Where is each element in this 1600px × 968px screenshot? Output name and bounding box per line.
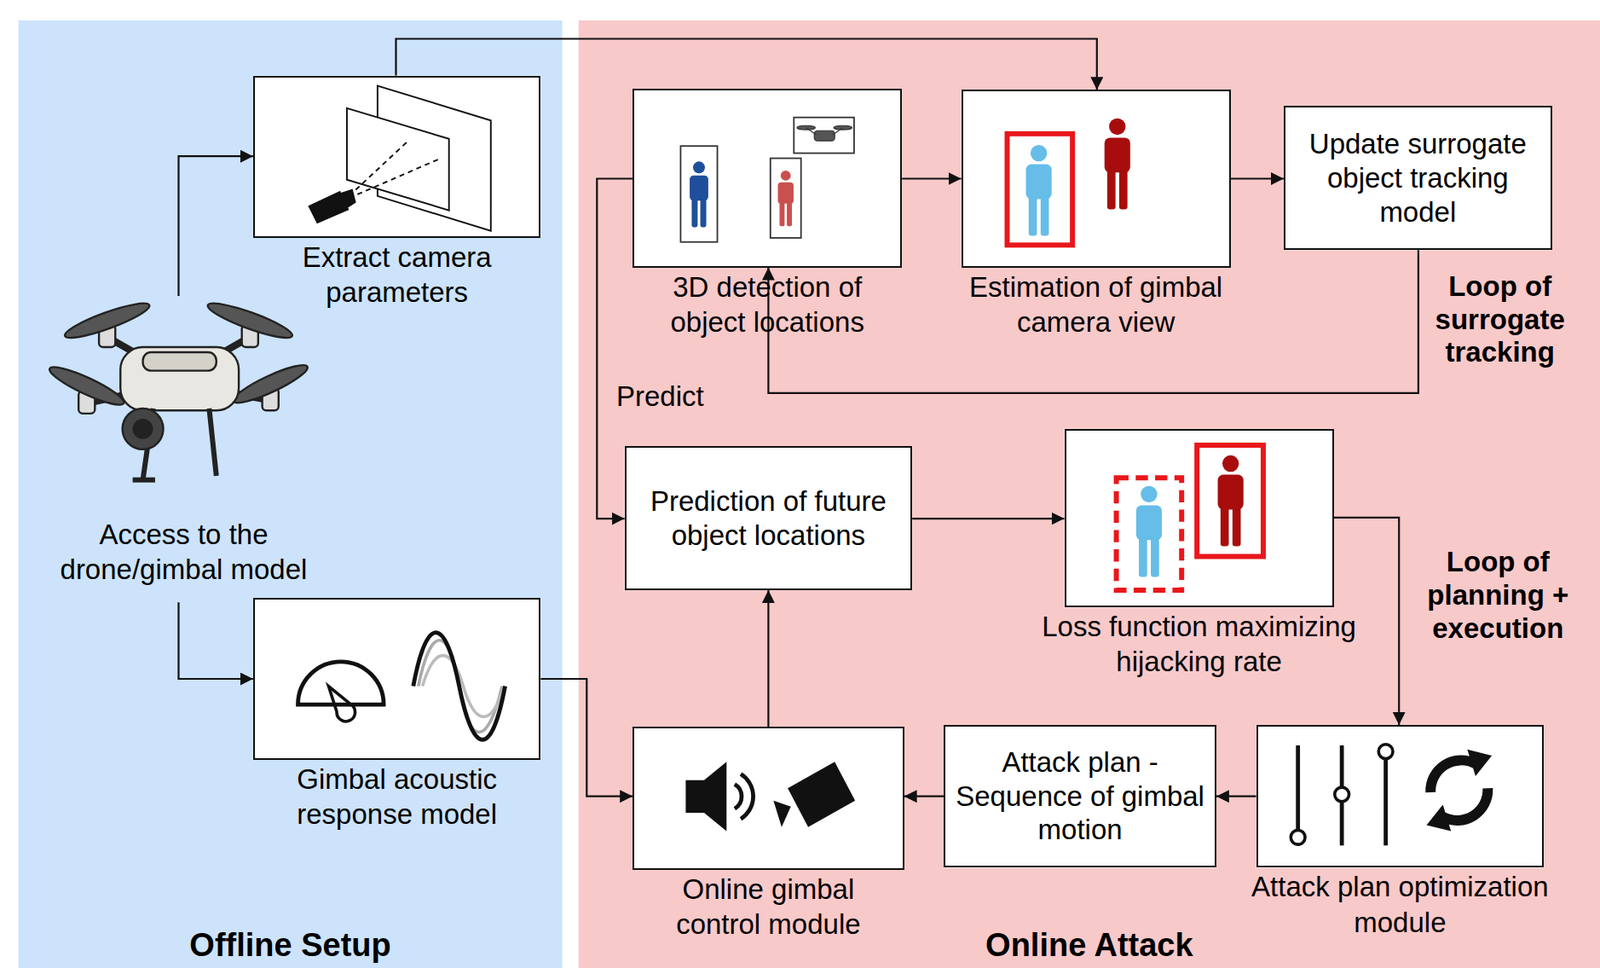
flow-arrow xyxy=(396,39,1098,91)
gauge-and-wave-icon xyxy=(298,632,506,740)
process-box: Update surrogate object tracking model xyxy=(1283,105,1553,250)
box-label: Attack plan - Sequence of gimbal motion xyxy=(945,726,1215,867)
hijack-target-icon xyxy=(1116,444,1264,590)
camera-frames-icon xyxy=(309,86,491,232)
flow-arrow xyxy=(912,517,1064,520)
flow-arrow xyxy=(596,179,633,520)
flow-arrow xyxy=(768,249,1419,393)
offline-band: Offline Setup Extract camera parametersAc… xyxy=(18,20,563,968)
process-box: Online gimbal control module xyxy=(632,726,904,870)
process-box: Attack plan optimization module xyxy=(1256,724,1545,868)
process-box: Gimbal acoustic response model xyxy=(253,597,542,759)
online-band: Online Attack3D detection of object loca… xyxy=(578,20,1600,968)
optimizer-icon xyxy=(1290,744,1492,846)
process-box: Extract camera parameters xyxy=(253,75,542,238)
process-box: Attack plan - Sequence of gimbal motion xyxy=(943,724,1217,868)
flow-arrow xyxy=(901,177,961,180)
process-box: Prediction of future object locations xyxy=(624,445,913,590)
box-caption: Estimation of gimbal camera view xyxy=(927,269,1265,341)
process-box: Loss function maximizing hijacking rate xyxy=(1064,428,1335,607)
flow-arrow xyxy=(767,589,769,727)
gimbal-view-icon xyxy=(1007,118,1131,246)
box-caption: Online gimbal control module xyxy=(646,871,891,942)
edge-label: Predict xyxy=(616,379,705,414)
box-caption: Gimbal acoustic response model xyxy=(254,761,540,832)
flow-arrow xyxy=(904,795,945,798)
box-label: Prediction of future object locations xyxy=(626,447,912,589)
drone-illustration xyxy=(46,297,311,480)
loop-label: Loop of surrogate tracking xyxy=(1406,270,1595,370)
box-caption: Extract camera parameters xyxy=(259,239,535,311)
flow-arrow xyxy=(179,601,254,679)
flow-arrow xyxy=(1216,795,1257,798)
region-bands xyxy=(18,20,1600,968)
detection-scene-icon xyxy=(680,117,855,243)
flow-arrow xyxy=(540,678,633,797)
box-caption: 3D detection of object locations xyxy=(640,269,896,341)
drone-node: Access to the drone/gimbal model xyxy=(30,295,337,602)
node-caption: Access to the drone/gimbal model xyxy=(30,516,337,588)
box-label: Update surrogate object tracking model xyxy=(1285,107,1551,249)
process-box: Estimation of gimbal camera view xyxy=(961,89,1231,267)
box-caption: Attack plan optimization module xyxy=(1247,868,1554,940)
speaker-camera-icon xyxy=(685,761,855,831)
flow-arrow xyxy=(1230,177,1284,180)
process-box: 3D detection of object locations xyxy=(632,88,902,267)
flow-arrow xyxy=(179,155,254,296)
box-fills xyxy=(253,75,1553,870)
box-caption: Loss function maximizing hijacking rate xyxy=(1002,608,1396,680)
loop-label: Loop of planning + execution xyxy=(1399,545,1596,645)
region-heading: Offline Setup xyxy=(18,926,563,965)
